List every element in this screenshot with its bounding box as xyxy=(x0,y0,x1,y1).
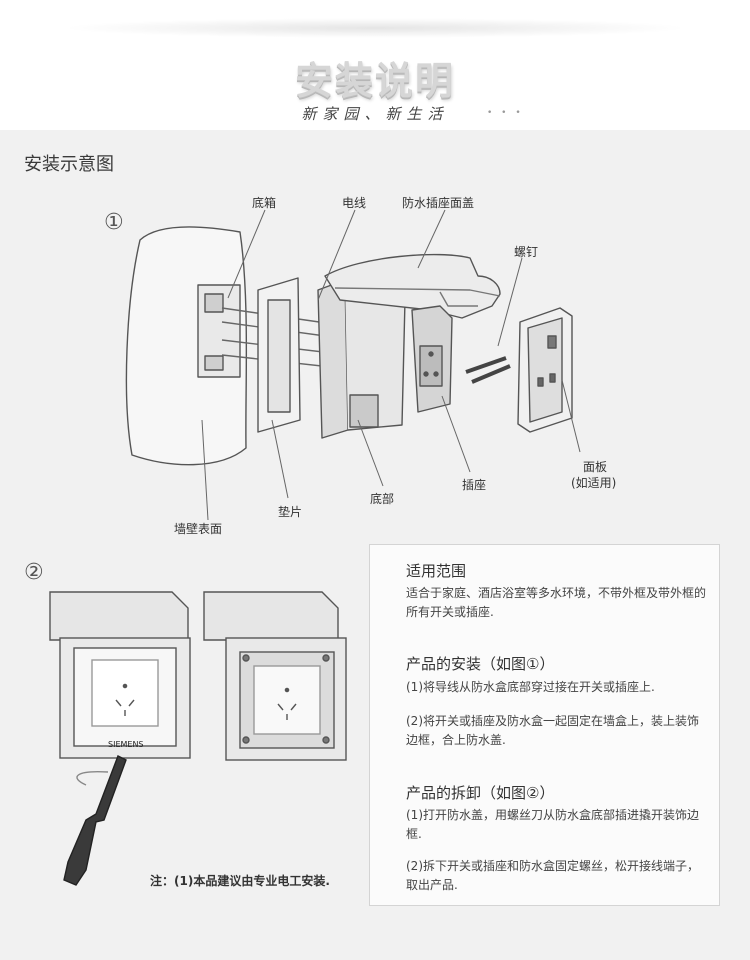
base-shape xyxy=(317,279,349,439)
label-screw: 螺钉 xyxy=(514,245,539,259)
installation-note: 注：(1)本品建议由专业电工安装. xyxy=(150,874,330,888)
label-gasket: 垫片 xyxy=(278,505,303,519)
screw-shape xyxy=(465,356,507,374)
remove-step-1: (1)打开防水盖，用螺丝刀从防水盒底部插进撬开装饰边框. xyxy=(406,808,700,841)
scope-heading: 适用范围 xyxy=(406,562,467,580)
step-number-1: ① xyxy=(104,210,124,235)
right-cover-shape xyxy=(203,591,339,641)
label-wall: 墙壁表面 xyxy=(174,522,223,536)
remove-heading: 产品的拆卸（如图②） xyxy=(406,784,555,802)
left-cover-shape xyxy=(49,591,189,641)
installation-diagram-2 xyxy=(49,591,347,886)
info-box xyxy=(369,544,720,906)
header-shadow xyxy=(60,18,690,38)
label-base: 底部 xyxy=(370,492,395,506)
label-panel-note: (如适用) xyxy=(571,476,617,490)
label-wire: 电线 xyxy=(342,196,367,210)
screwdriver-shape xyxy=(63,755,127,886)
install-step-2: (2)将开关或插座及防水盒一起固定在墙盒上，装上装饰边框，合上防水盖. xyxy=(406,714,700,747)
section-title: 安装示意图 xyxy=(24,154,114,175)
slogan-dots: • • • xyxy=(487,108,524,118)
brand-label: SIEMENS xyxy=(108,740,144,749)
remove-step-2: (2)拆下开关或插座和防水盒固定螺丝，松开接线端子，取出产品. xyxy=(406,859,700,892)
header-banner xyxy=(0,0,750,130)
label-socket: 插座 xyxy=(462,478,487,492)
page-title: 安装说明 xyxy=(294,59,455,103)
label-bottom-box: 底箱 xyxy=(252,196,277,210)
cover-shape xyxy=(324,253,501,319)
step-number-2: ② xyxy=(24,560,44,585)
label-panel: 面板 xyxy=(583,460,608,474)
scope-text: 适合于家庭、酒店浴室等多水环境，不带外框及带外框的所有开关或插座. xyxy=(406,586,707,619)
slogan: 新家园、新生活 xyxy=(301,105,449,123)
install-step-1: (1)将导线从防水盒底部穿过接在开关或插座上. xyxy=(406,680,655,694)
label-cover: 防水插座面盖 xyxy=(402,196,475,210)
install-heading: 产品的安装（如图①） xyxy=(406,655,555,673)
